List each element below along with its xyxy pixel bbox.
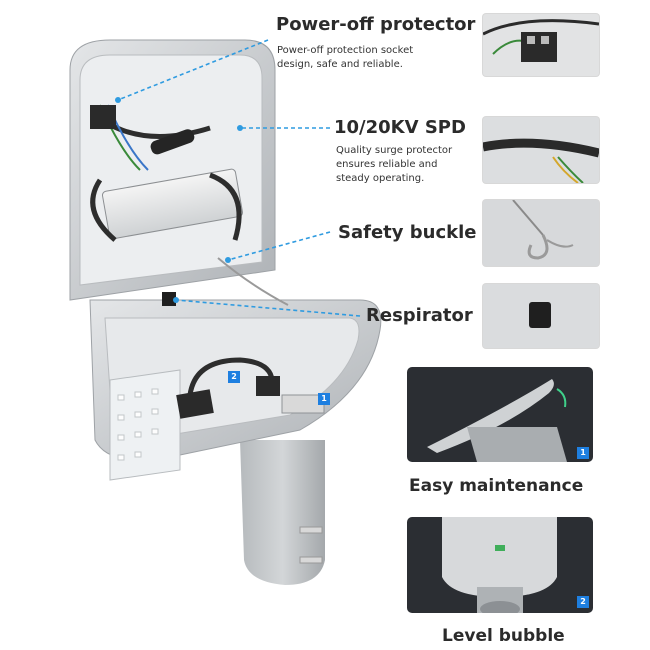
feature-title-safety-buckle: Safety buckle: [338, 222, 477, 243]
callout-dots: [115, 97, 243, 303]
feature-desc-power-off: Power-off protection socket design, safe…: [277, 44, 413, 72]
panel-badge-1: 1: [577, 447, 589, 459]
feature-title-respirator: Respirator: [366, 305, 473, 326]
caption-easy-maintenance: Easy maintenance: [409, 476, 584, 496]
marker-1: 1: [318, 393, 330, 405]
callout-lines: [117, 39, 361, 317]
desc-line: Power-off protection socket: [277, 45, 414, 56]
feature-desc-spd: Quality surge protector ensures reliable…: [336, 144, 452, 186]
thumb-spd: [483, 117, 599, 183]
level-bubble-image: [442, 517, 557, 613]
panel-level-bubble: 2: [407, 517, 593, 613]
panel-badge-2: 2: [577, 596, 589, 608]
panel-easy-maintenance: 1: [407, 367, 593, 462]
lid-housing: [69, 39, 276, 301]
desc-line: steady operating.: [336, 173, 425, 184]
caption-level-bubble: Level bubble: [442, 626, 565, 646]
thumb-power-off: [483, 14, 599, 76]
desc-line: design, safe and reliable.: [277, 59, 403, 70]
pole-arm: [240, 440, 325, 585]
thumb-respirator: [483, 284, 599, 348]
maintenance-image: [427, 379, 567, 462]
desc-line: ensures reliable and: [336, 159, 438, 170]
spd-detail-image: [483, 138, 599, 183]
respirator-detail-image: [529, 302, 551, 328]
desc-line: Quality surge protector: [336, 145, 453, 156]
thumb-safety-buckle: [483, 200, 599, 266]
lamp-body: [89, 257, 382, 481]
safety-buckle-detail-image: [512, 200, 574, 260]
power-off-detail-image: [483, 19, 599, 62]
feature-title-spd: 10/20KV SPD: [334, 117, 466, 138]
marker-2: 2: [228, 371, 240, 383]
feature-title-power-off: Power-off protector: [276, 14, 476, 35]
